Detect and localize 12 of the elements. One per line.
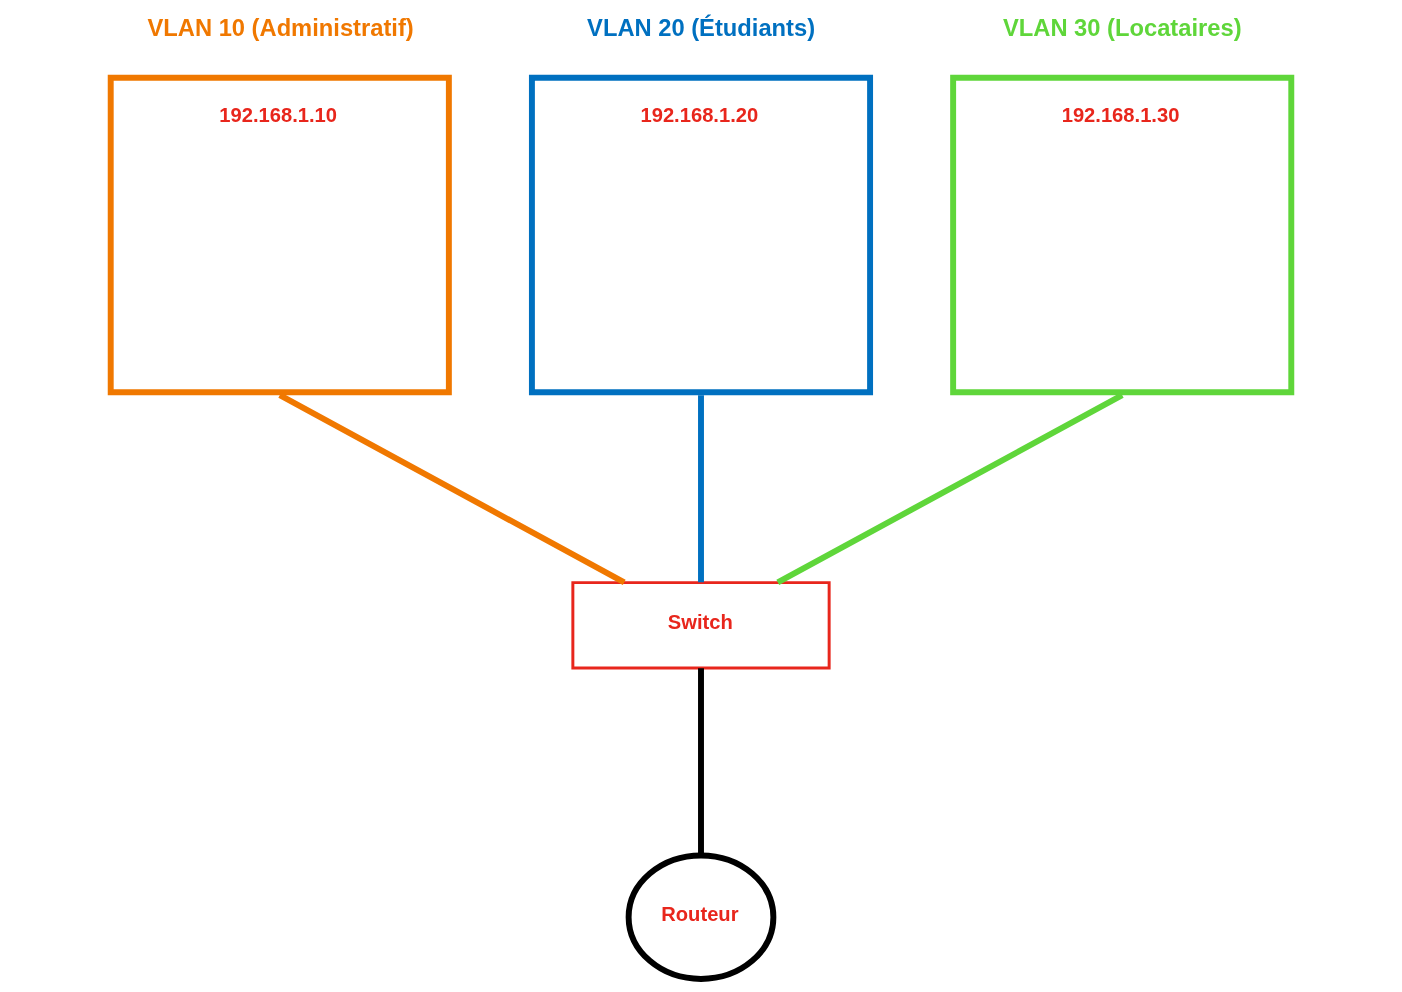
connector — [278, 392, 626, 585]
connector — [698, 395, 704, 583]
node-label: VLAN 20 (Étudiants) — [587, 14, 816, 41]
node-box: 192.168.1.30 — [950, 74, 1295, 396]
node-box: 192.168.1.10 — [107, 74, 452, 396]
node-label: VLAN 30 (Locataires) — [1002, 14, 1242, 41]
connector — [698, 668, 704, 856]
node-label: VLAN 10 (Administratif) — [147, 14, 414, 41]
node-box: 192.168.1.20 — [528, 74, 874, 396]
node-box: Switch — [571, 581, 831, 670]
node-ellipse: Routeur — [625, 852, 777, 982]
connector — [776, 392, 1124, 585]
